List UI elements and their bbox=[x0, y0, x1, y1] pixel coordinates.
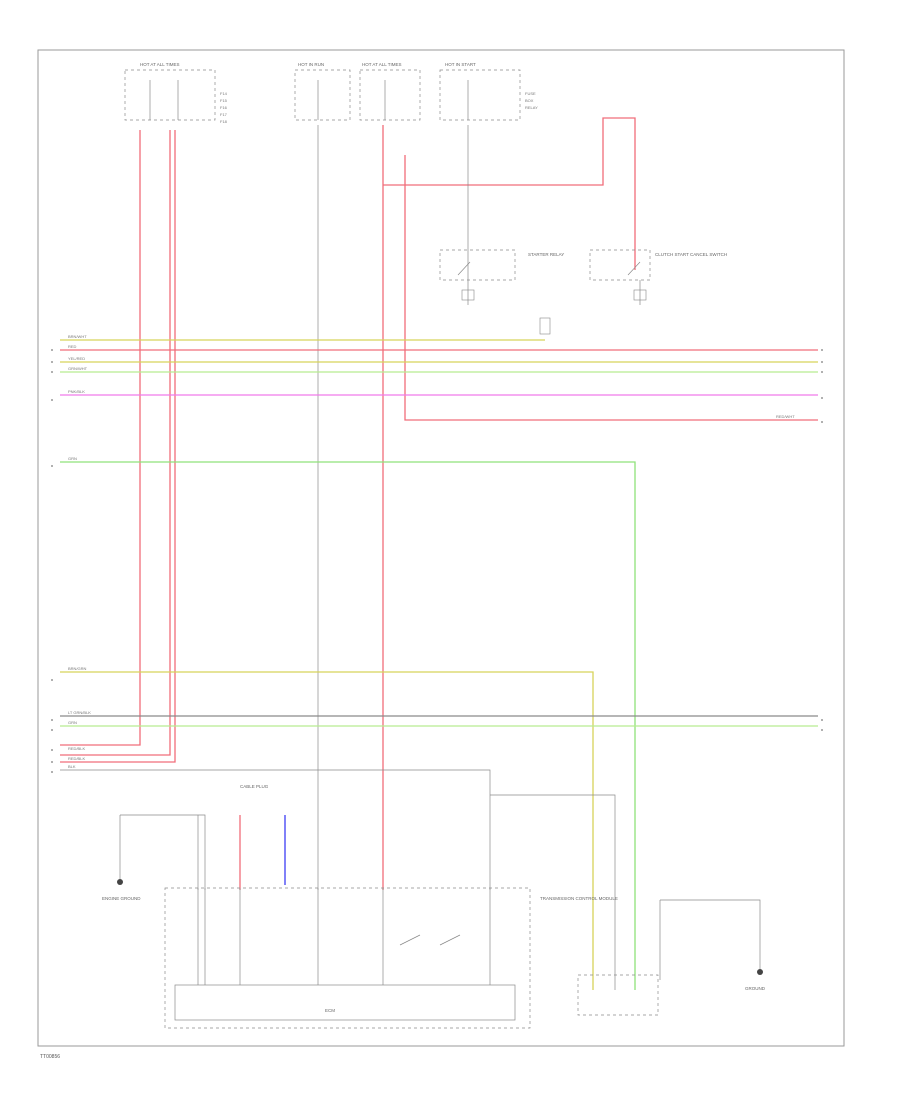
ground-right-icon bbox=[757, 969, 763, 975]
svg-text:GRN/WHT: GRN/WHT bbox=[68, 366, 88, 371]
cable-plug-label: CABLE PLUG bbox=[240, 784, 269, 789]
fuse-box-left-title: HOT AT ALL TIMES bbox=[140, 62, 180, 67]
wire-red-left-3 bbox=[60, 130, 176, 763]
clutch-cancel-switch: CLUTCH START CANCEL SWITCH bbox=[539, 249, 727, 335]
svg-text:BRN/WHT: BRN/WHT bbox=[68, 334, 87, 339]
svg-text:GRN: GRN bbox=[68, 720, 77, 725]
cable-unit-right: GROUND bbox=[577, 899, 766, 1016]
svg-text:BLK: BLK bbox=[68, 764, 76, 769]
svg-text:GRN: GRN bbox=[68, 456, 77, 461]
svg-text:RED/BLK: RED/BLK bbox=[68, 746, 85, 751]
diagram-code: TT00856 bbox=[40, 1054, 60, 1060]
svg-text:F14: F14 bbox=[220, 91, 228, 96]
wire-red-left-1 bbox=[60, 130, 141, 746]
fuse-box-mid: HOT IN RUN bbox=[294, 62, 351, 121]
wire-ground-feed bbox=[120, 814, 206, 890]
wire-red-loop bbox=[383, 117, 636, 270]
svg-text:PNK/BLK: PNK/BLK bbox=[68, 389, 85, 394]
svg-text:F17: F17 bbox=[220, 112, 228, 117]
starter-relay-label: STARTER RELAY bbox=[528, 252, 564, 257]
fuse-box-mid-title: HOT IN RUN bbox=[298, 62, 324, 67]
svg-text:RELAY: RELAY bbox=[525, 105, 538, 110]
svg-text:F15: F15 bbox=[220, 98, 228, 103]
svg-text:LT GRN/BLK: LT GRN/BLK bbox=[68, 710, 91, 715]
svg-text:RED: RED bbox=[68, 344, 77, 349]
svg-text:RED/WHT: RED/WHT bbox=[776, 414, 795, 419]
tcm-label: TRANSMISSION CONTROL MODULE bbox=[540, 896, 618, 901]
bus-wires: BRN/WHT RED YEL/RED GRN/WHT PNK/BLK RED/… bbox=[60, 334, 818, 990]
fuse-box-right-title: HOT AT ALL TIMES bbox=[362, 62, 402, 67]
svg-text:BRN/GRN: BRN/GRN bbox=[68, 666, 87, 671]
engine-ground-label: ENGINE GROUND bbox=[102, 896, 141, 901]
starter-relay: STARTER RELAY bbox=[439, 125, 564, 305]
fuse-box-right: HOT AT ALL TIMES bbox=[359, 62, 421, 121]
ecm-module: TRANSMISSION CONTROL MODULE ECM bbox=[164, 887, 618, 1029]
svg-text:BOX: BOX bbox=[525, 98, 534, 103]
svg-text:YEL/RED: YEL/RED bbox=[68, 356, 85, 361]
fuse-box-left: HOT AT ALL TIMES F14 F15 F16 F17 F18 bbox=[124, 62, 228, 124]
wire-red-wht bbox=[404, 155, 818, 421]
edge-markers bbox=[51, 349, 823, 773]
wire-tcm-out bbox=[490, 794, 616, 990]
clutch-switch-label: CLUTCH START CANCEL SWITCH bbox=[655, 252, 727, 257]
diagram-frame bbox=[37, 49, 845, 1047]
svg-text:RED/BLK: RED/BLK bbox=[68, 756, 85, 761]
wire-red-left-2 bbox=[60, 130, 171, 756]
engine-ground-icon bbox=[117, 879, 123, 885]
bus-blk bbox=[60, 769, 491, 890]
svg-text:F18: F18 bbox=[220, 119, 228, 124]
bus-grn bbox=[60, 461, 636, 990]
fuse-box-far: HOT IN START FUSE BOX RELAY bbox=[439, 62, 538, 121]
svg-text:FUSE: FUSE bbox=[525, 91, 536, 96]
fuse-box-far-title: HOT IN START bbox=[445, 62, 476, 67]
bus-brn-grn bbox=[60, 671, 594, 990]
svg-text:F16: F16 bbox=[220, 105, 228, 110]
ecm-label: ECM bbox=[325, 1008, 335, 1013]
ground-right-label: GROUND bbox=[745, 986, 766, 991]
